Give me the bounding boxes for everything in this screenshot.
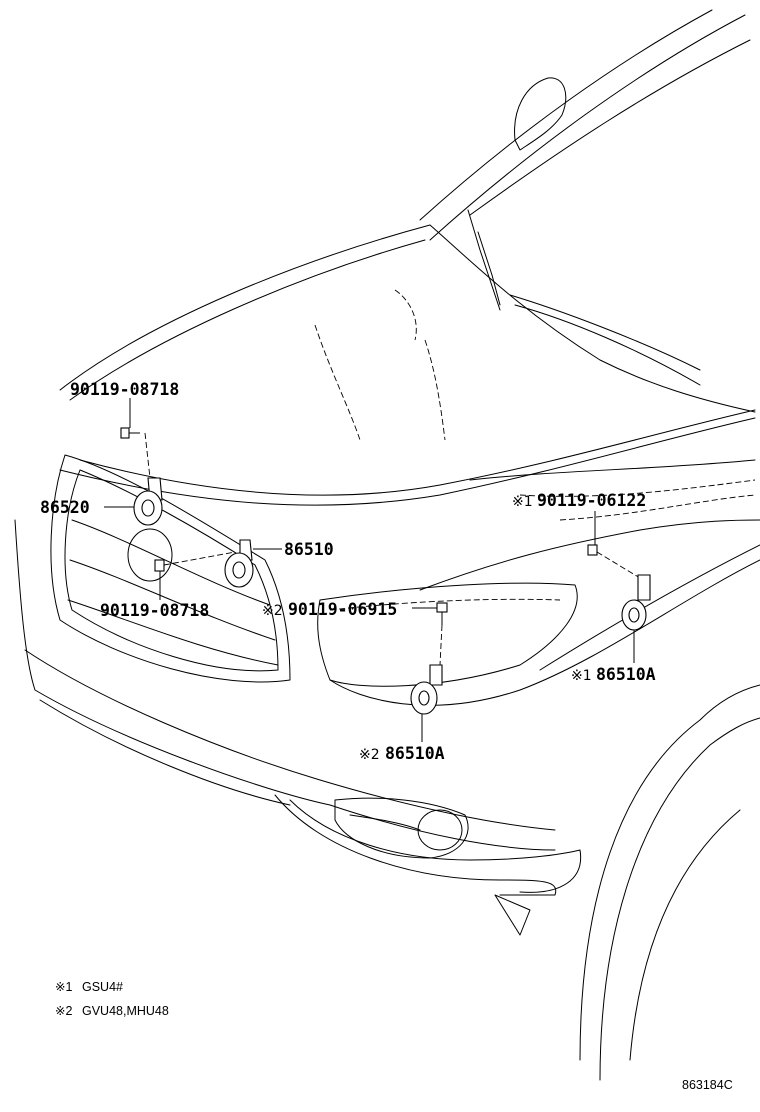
vehicle-outline [14, 9, 760, 1081]
bolt-icon [120, 427, 140, 439]
footnote-mark-2: ※2 [55, 1004, 72, 1018]
callout-bolt-upper-left: 90119-08718 [70, 380, 179, 399]
footnote-text-2: GVU48,MHU48 [82, 1004, 169, 1018]
horn-icon [621, 574, 651, 631]
footnote-mark-1: ※1 [55, 980, 72, 994]
bolt-icon [154, 551, 236, 572]
figure-code: 863184C [682, 1078, 733, 1092]
callout-bolt-center-mark: ※2 [262, 603, 283, 619]
horn-icon [410, 664, 443, 715]
callout-horn-center-mark: ※2 [359, 747, 380, 763]
leader-lines [104, 398, 635, 742]
bolt-icon [587, 544, 641, 579]
horn-icon [133, 432, 163, 526]
callout-bolt-center: 90119-06915 [288, 600, 397, 619]
horn-icon [224, 539, 254, 588]
callout-bolt-right-mark: ※1 [512, 494, 533, 510]
callout-horn-right: 86510A [596, 665, 656, 684]
callout-bolt-lower-left: 90119-08718 [100, 601, 209, 620]
callout-horn-86510: 86510 [284, 540, 334, 559]
footnote-text-1: GSU4# [82, 980, 123, 994]
callout-horn-right-mark: ※1 [571, 668, 592, 684]
callout-horn-86520: 86520 [40, 498, 90, 517]
footnotes: ※1 GSU4# ※2 GVU48,MHU48 [55, 980, 169, 1018]
callout-bolt-right: 90119-06122 [537, 491, 646, 510]
callout-horn-center: 86510A [385, 744, 445, 763]
bolt-icon [436, 602, 448, 666]
callout-labels: 90119-08718 86520 86510 90119-08718 ※2 9… [40, 380, 656, 763]
